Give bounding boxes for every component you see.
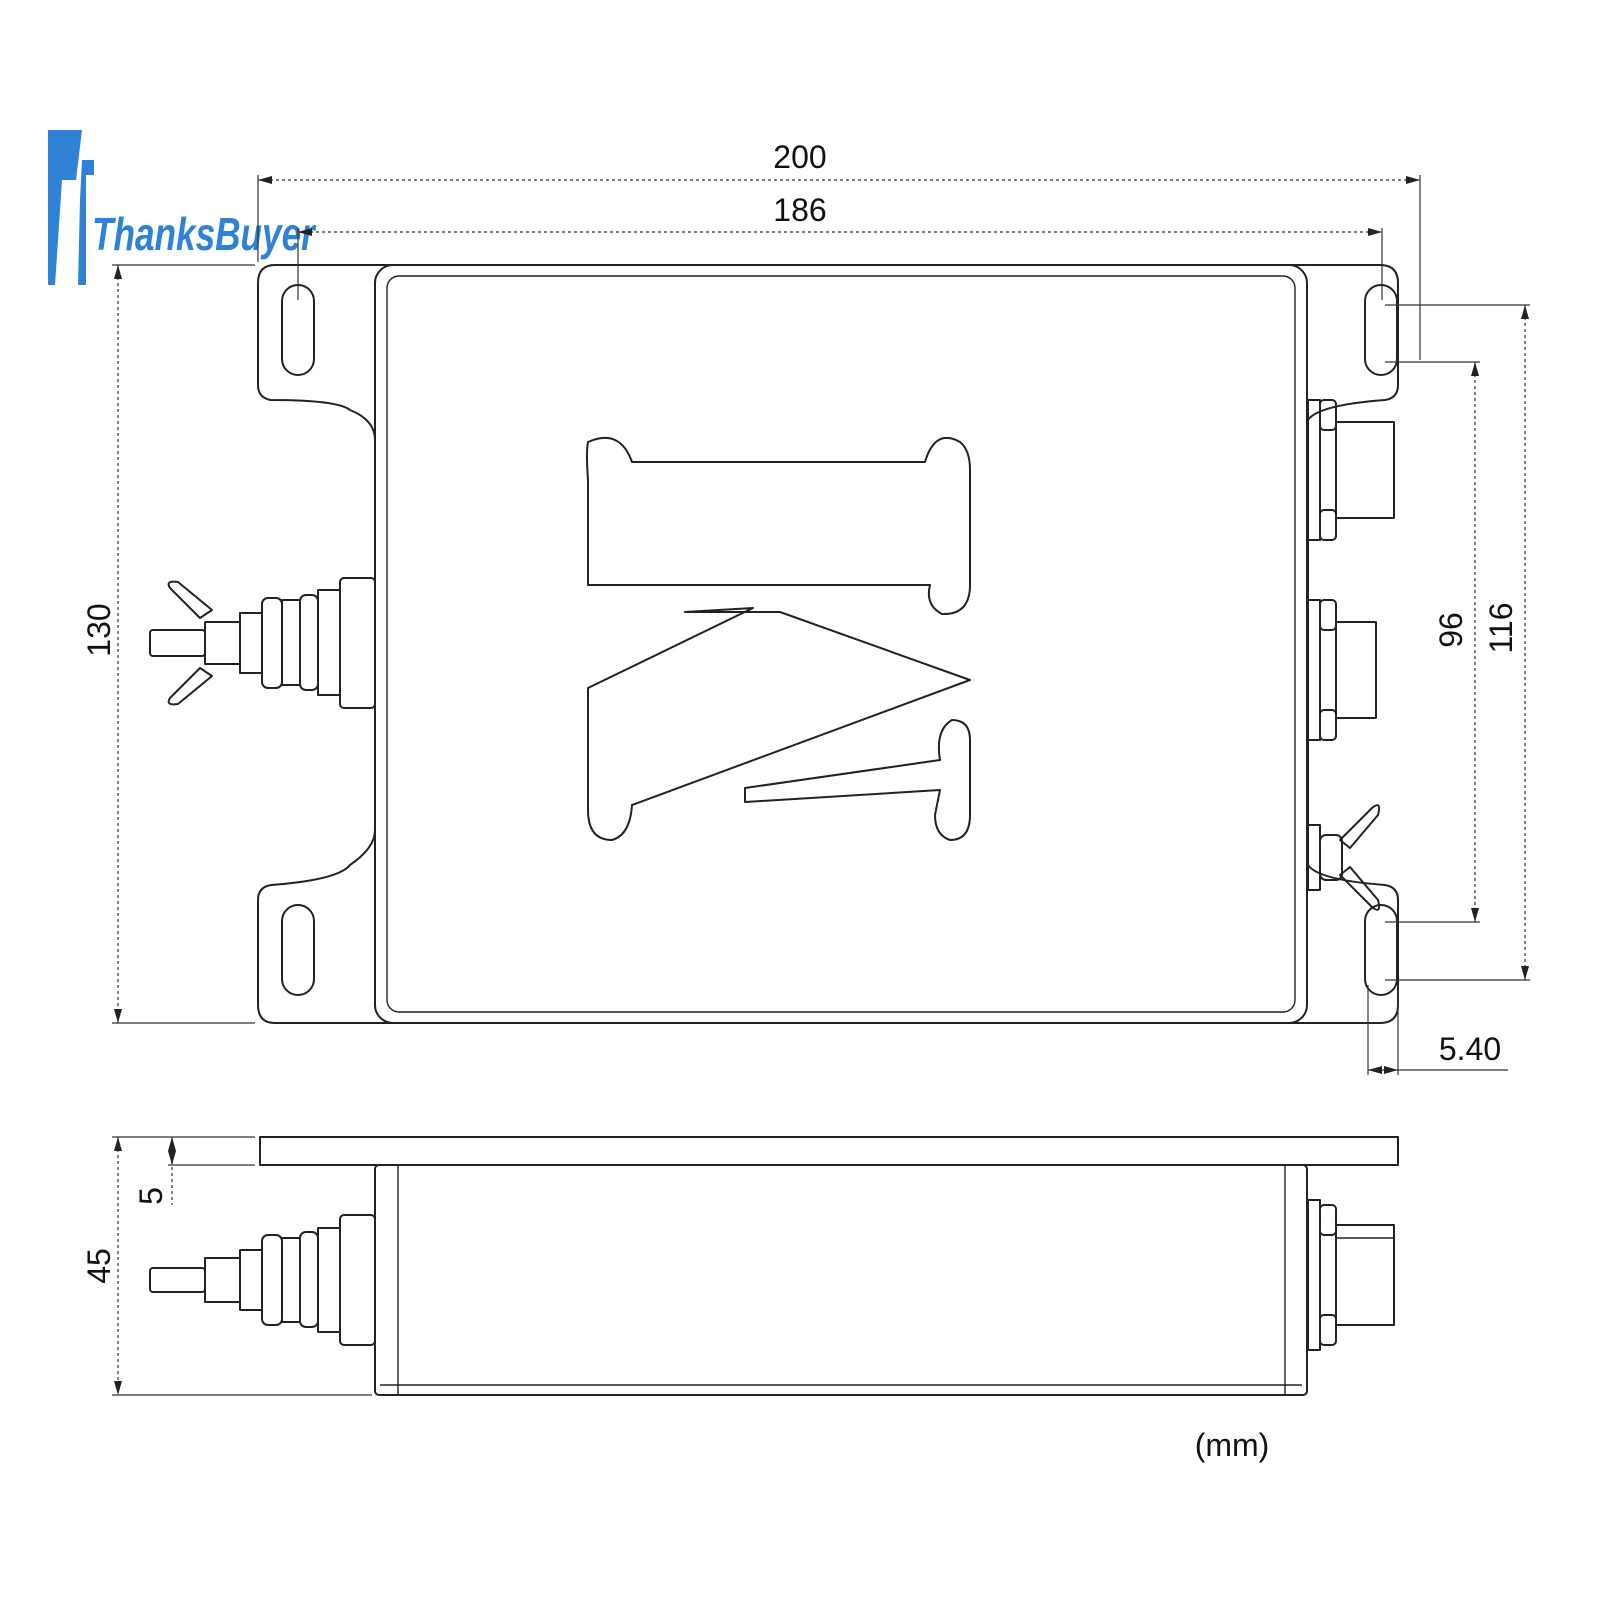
dim-overall-height: 130: [81, 603, 117, 656]
mounting-slot: [1364, 904, 1398, 996]
dim-hole-spacing-outer: 116: [1483, 602, 1519, 653]
logo-text: ThanksBuyer: [92, 208, 317, 260]
side-enclosure: [374, 1164, 1308, 1396]
thanksbuyer-logo: ThanksBuyer: [48, 130, 317, 285]
units-label: (mm): [1195, 1427, 1270, 1463]
side-left-terminal: [149, 1214, 376, 1346]
mounting-slot: [281, 904, 315, 996]
iva-emblem-icon: [586, 437, 971, 841]
dim-overall-width: 200: [773, 139, 826, 175]
mounting-plate-outline: [257, 264, 1399, 1024]
dim-hole-spacing-inner: 96: [1433, 612, 1469, 648]
top-view: [149, 264, 1399, 1024]
right-connector-upper: [1307, 399, 1395, 541]
dim-total-height: 45: [81, 1248, 117, 1284]
dim-slot-width: 5.40: [1439, 1031, 1501, 1067]
dimensions-side-view: 45 5: [81, 1136, 372, 1396]
dimensions-top-view: 200 186 130 116 96 5.40: [81, 139, 1530, 1075]
left-terminal-connector: [149, 577, 376, 709]
right-ground-wing-nut: [1307, 804, 1381, 911]
logo-mark-icon: [48, 130, 94, 285]
mounting-slot: [1364, 284, 1398, 376]
side-right-connector: [1307, 1199, 1395, 1351]
right-connector-lower: [1307, 599, 1377, 741]
enclosure-lid: [386, 275, 1296, 1013]
dim-flange-thickness: 5: [133, 1187, 169, 1205]
dim-hole-spacing-width: 186: [773, 192, 826, 228]
enclosure-body: [374, 264, 1308, 1024]
side-view: [149, 1136, 1399, 1396]
side-flange: [259, 1136, 1399, 1166]
